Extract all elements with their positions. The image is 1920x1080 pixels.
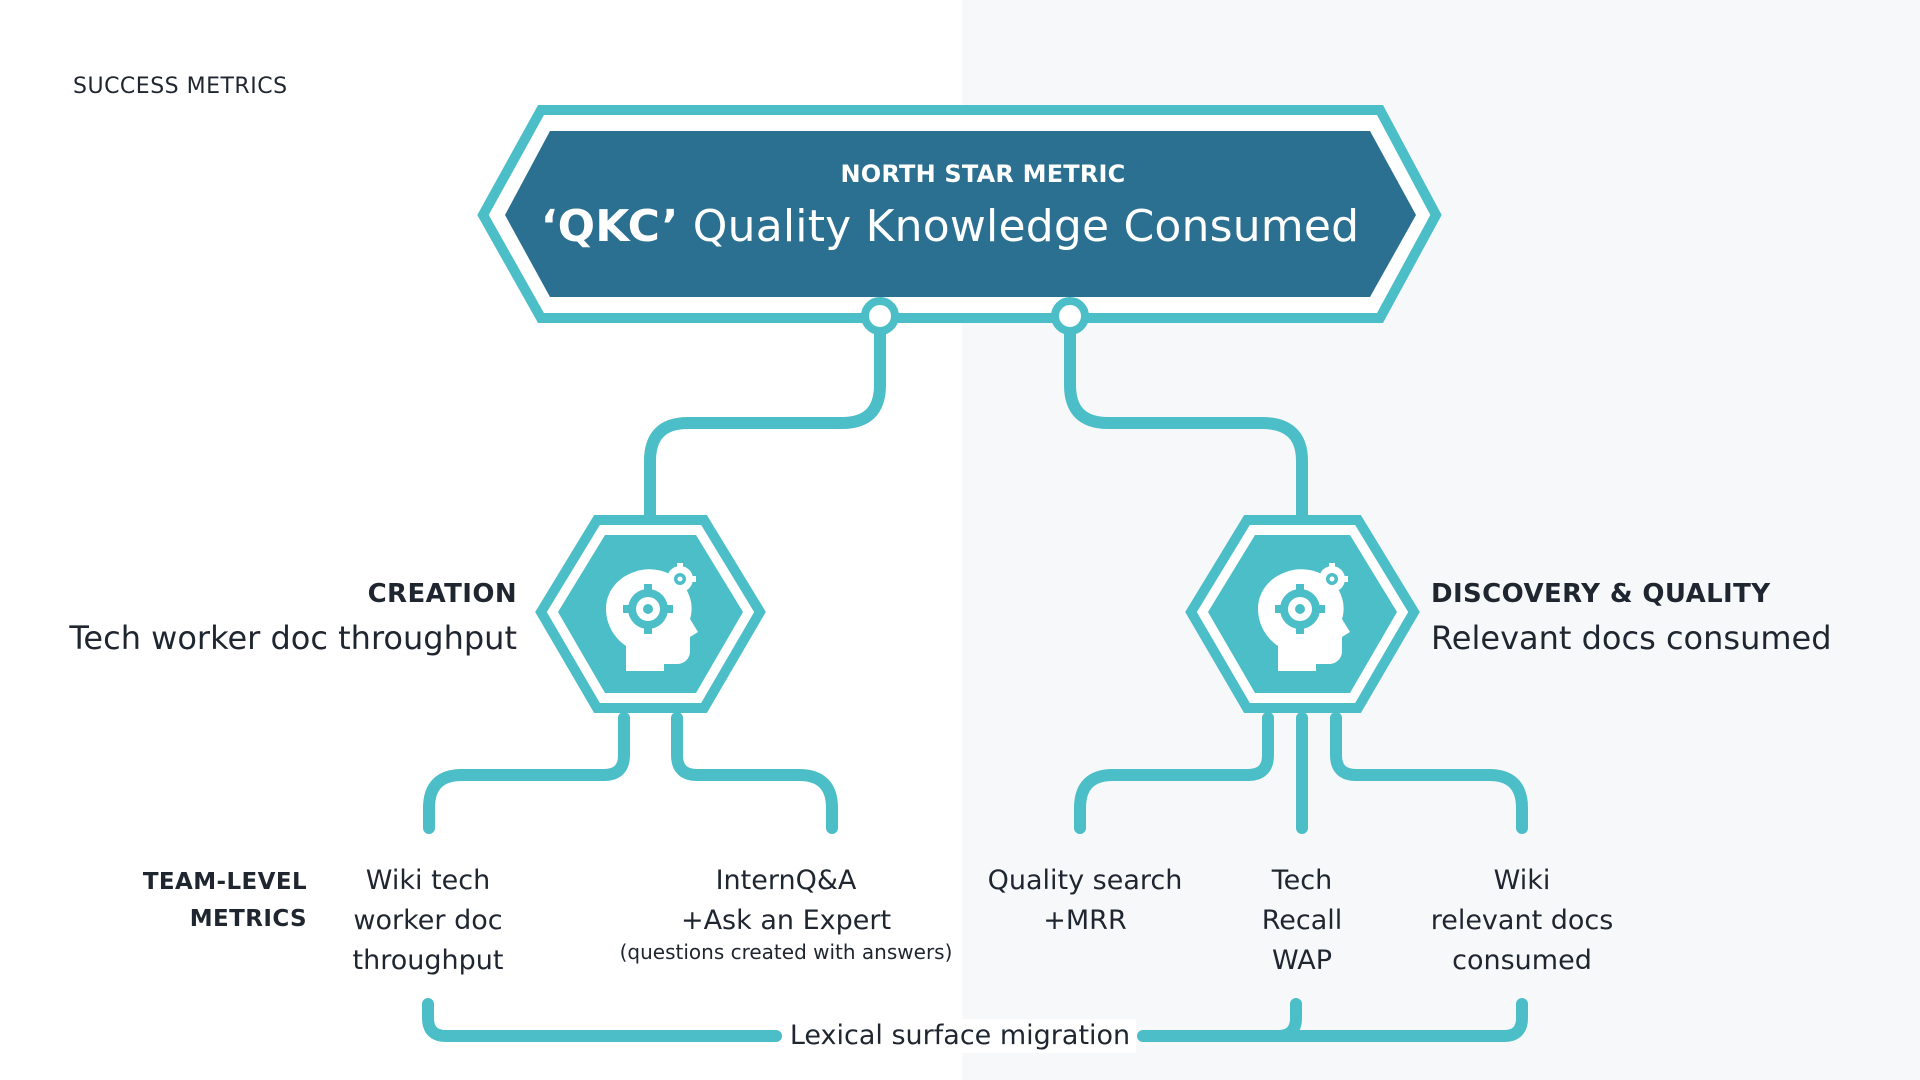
lexical-surface-migration-label: Lexical surface migration: [783, 1019, 1137, 1053]
connector-lines: [422, 310, 1528, 1042]
discovery-subtitle: Relevant docs consumed: [1431, 619, 1832, 657]
discovery-brain-gear-icon: [1258, 563, 1350, 671]
metric-wiki-relevant-line-1: Wiki: [1493, 865, 1551, 896]
metric-quality-search-line-1: Quality search: [987, 865, 1183, 896]
metric-quality-search-mrr: Quality search +MRR: [988, 861, 1183, 941]
metric-wiki-tech-worker-doc-throughput: Wiki tech worker doc throughput: [353, 861, 504, 981]
team-level-label-line-2: METRICS: [189, 906, 307, 932]
metric-internqa-note: (questions created with answers): [619, 940, 953, 964]
metric-tech-recall-line-2: Recall: [1261, 905, 1343, 936]
metric-wiki-relevant-line-3: consumed: [1452, 945, 1592, 976]
metric-wiki-throughput-line-1: Wiki tech: [365, 865, 491, 896]
metric-internqa-line-2: +Ask an Expert: [680, 905, 892, 936]
metric-quality-search-line-2: +MRR: [1043, 905, 1127, 936]
north-star-abbreviation: ‘QKC’: [540, 201, 679, 252]
metric-wiki-throughput-line-3: throughput: [352, 945, 504, 976]
metric-tech-recall-line-3: WAP: [1272, 945, 1332, 976]
metric-wiki-relevant-line-2: relevant docs: [1430, 905, 1614, 936]
north-star-hexagon-banner: [477, 105, 1442, 323]
team-level-label-line-1: TEAM-LEVEL: [142, 869, 307, 895]
creation-subtitle: Tech worker doc throughput: [69, 619, 517, 657]
metric-tech-recall-wap: Tech Recall WAP: [1262, 861, 1343, 981]
metric-internqa-ask-an-expert: InternQ&A +Ask an Expert (questions crea…: [620, 861, 953, 967]
north-star-title: ‘QKC’ Quality Knowledge Consumed: [541, 201, 1360, 252]
connector-nodes: [861, 297, 1089, 335]
north-star-label: NORTH STAR METRIC: [840, 160, 1126, 188]
metric-wiki-throughput-line-2: worker doc: [353, 905, 503, 936]
metric-internqa-line-1: InternQ&A: [715, 865, 857, 896]
creation-brain-gear-icon: [606, 563, 698, 671]
metric-wiki-relevant-docs-consumed: Wiki relevant docs consumed: [1431, 861, 1614, 981]
creation-heading: CREATION: [367, 579, 517, 609]
team-level-metrics-label: TEAM-LEVEL METRICS: [143, 864, 307, 938]
discovery-heading: DISCOVERY & QUALITY: [1431, 579, 1771, 609]
section-label: SUCCESS METRICS: [73, 74, 288, 99]
metric-tech-recall-line-1: Tech: [1271, 865, 1333, 896]
north-star-title-text: Quality Knowledge Consumed: [692, 201, 1360, 252]
